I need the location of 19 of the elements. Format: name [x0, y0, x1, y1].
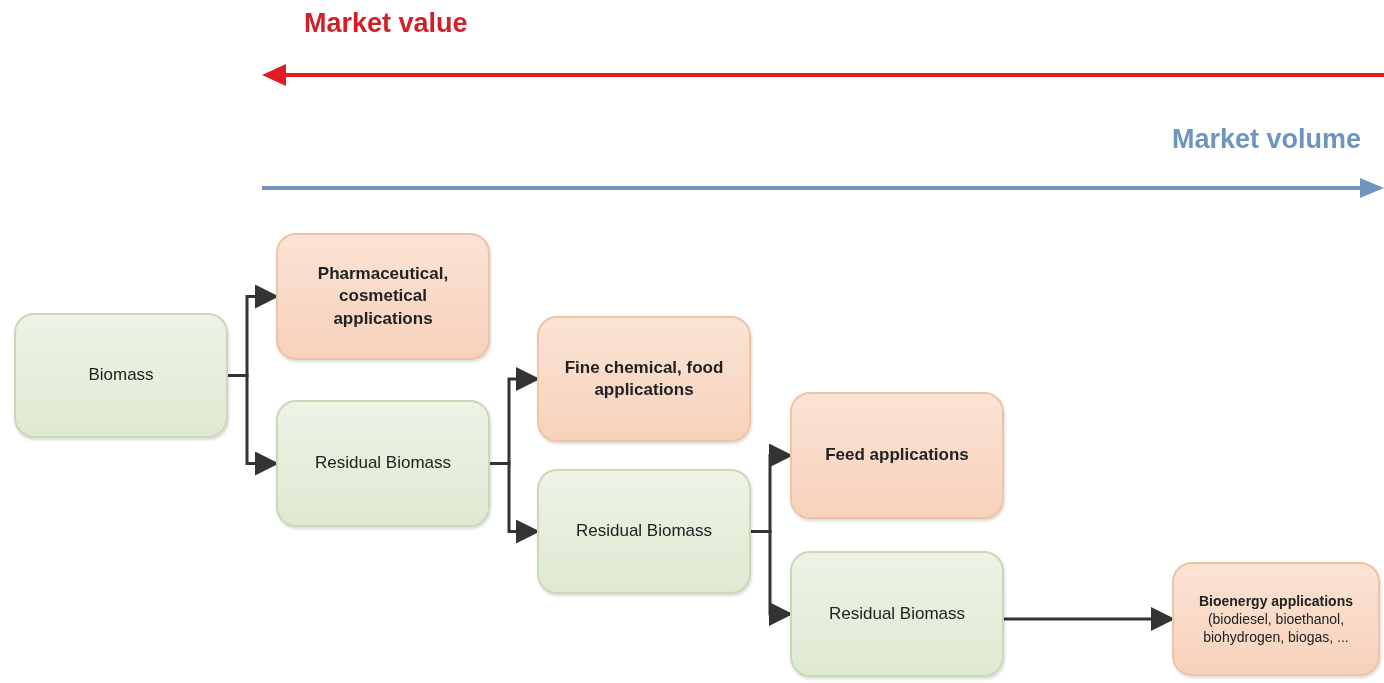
- node-title: Feed applications: [825, 444, 969, 467]
- application-box: [537, 316, 751, 442]
- node-title: Residual Biomass: [828, 602, 966, 625]
- application-box: [1172, 562, 1380, 676]
- node-title: Bioenergy applications: [1198, 591, 1353, 610]
- application-box: [790, 392, 1004, 519]
- application-box: [276, 233, 490, 360]
- biomass-box: [537, 469, 751, 594]
- axis-label: Market volume: [1172, 124, 1362, 155]
- node-title: Residual Biomass: [575, 520, 713, 543]
- node-description: (biodiesel, bioethanol, biohydrogen, biogas, ...: [1202, 609, 1350, 647]
- axis-label: Market value: [304, 8, 468, 39]
- node-title: Biomass: [88, 364, 154, 387]
- node-title: Residual Biomass: [314, 452, 452, 475]
- biomass-box: [14, 313, 228, 438]
- node-title: Pharmaceutical, cosmetical applications: [316, 263, 450, 330]
- biomass-box: [276, 400, 490, 527]
- node-title: Fine chemical, food applications: [563, 356, 725, 401]
- biomass-box: [790, 551, 1004, 677]
